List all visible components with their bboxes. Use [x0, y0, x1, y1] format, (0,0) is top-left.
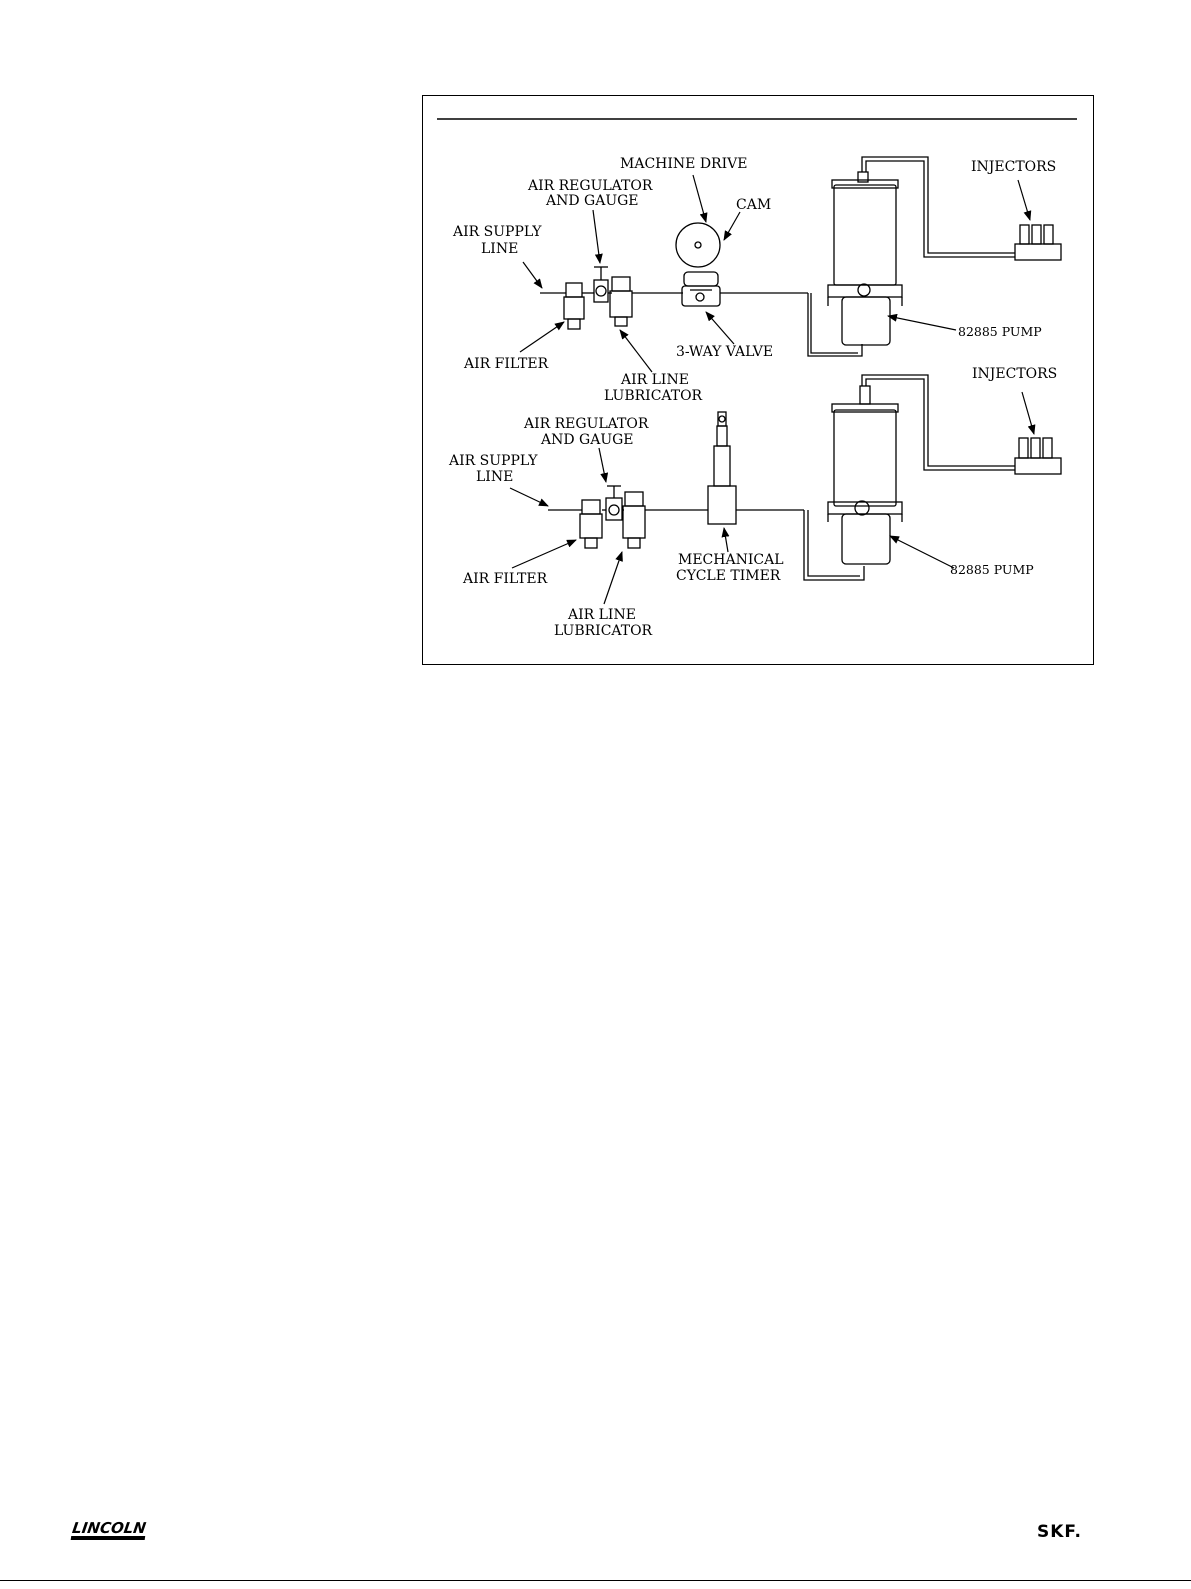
label-timer-1: MECHANICAL: [678, 552, 784, 568]
label-3way-valve: 3-WAY VALVE: [676, 344, 773, 360]
label-air-regulator-top-1: AIR REGULATOR: [527, 178, 653, 194]
label-air-regulator-bottom-1: AIR REGULATOR: [523, 416, 649, 432]
label-injectors-bottom: INJECTORS: [972, 366, 1057, 382]
leader-arrows: [510, 175, 1034, 604]
top-air-filter-shape: [564, 283, 584, 329]
top-regulator-shape: [594, 267, 608, 302]
skf-logo: SKF.: [1037, 1522, 1082, 1542]
arrow-pump-bottom: [890, 536, 954, 568]
arrow-regulator-bottom: [599, 448, 606, 482]
label-injectors-top: INJECTORS: [971, 159, 1056, 175]
arrow-machine-drive: [693, 175, 706, 222]
arrow-cam: [724, 212, 740, 240]
label-air-line-bottom-1: AIR LINE: [567, 607, 636, 623]
arrow-air-filter-bottom: [512, 540, 576, 568]
arrow-lubricator-bottom: [604, 552, 622, 604]
label-air-supply-top-2: LINE: [481, 241, 518, 257]
bottom-regulator-shape: [606, 486, 622, 520]
arrow-air-supply-top: [523, 262, 542, 288]
arrow-injectors-bottom: [1022, 392, 1034, 434]
top-pump-shape: [828, 172, 902, 345]
cam-shape: [676, 223, 720, 267]
bottom-air-filter-shape: [580, 500, 602, 548]
three-way-valve-shape: [682, 272, 720, 306]
label-pump-top: 82885 PUMP: [958, 324, 1042, 339]
label-air-line-top-2: LUBRICATOR: [604, 388, 703, 404]
label-timer-2: CYCLE TIMER: [676, 568, 781, 584]
label-air-supply-bottom-1: AIR SUPPLY: [448, 453, 538, 469]
bottom-system: [548, 375, 1061, 580]
arrow-3way-valve: [706, 312, 734, 344]
label-air-regulator-bottom-2: AND GAUGE: [540, 432, 634, 448]
bottom-rule: [0, 1580, 1191, 1581]
lincoln-logo: LINCOLN: [71, 1521, 147, 1540]
label-air-supply-bottom-2: LINE: [476, 469, 513, 485]
arrow-air-supply-bottom: [510, 488, 548, 506]
label-air-filter-bottom: AIR FILTER: [462, 571, 548, 587]
top-lubricator-shape: [610, 277, 632, 326]
label-air-line-top-1: AIR LINE: [620, 372, 689, 388]
label-air-supply-top-1: AIR SUPPLY: [452, 224, 542, 240]
arrow-timer: [724, 528, 728, 552]
top-injectors-shape: [1015, 225, 1061, 260]
arrow-injectors-top: [1018, 180, 1030, 220]
arrow-air-filter-top: [520, 322, 564, 352]
arrow-lubricator-top: [620, 330, 652, 372]
bottom-pump-shape: [828, 386, 902, 564]
arrow-pump-top: [888, 316, 956, 330]
bottom-lubricator-shape: [623, 492, 645, 548]
label-pump-bottom: 82885 PUMP: [950, 562, 1034, 577]
label-machine-drive: MACHINE DRIVE: [620, 156, 747, 172]
mechanical-cycle-timer-shape: [708, 412, 736, 524]
label-cam: CAM: [736, 197, 771, 213]
arrow-regulator-top: [593, 210, 600, 263]
label-air-filter-top: AIR FILTER: [463, 356, 549, 372]
bottom-injectors-shape: [1015, 438, 1061, 474]
label-air-regulator-top-2: AND GAUGE: [545, 193, 639, 209]
label-air-line-bottom-2: LUBRICATOR: [554, 623, 653, 639]
labels: MACHINE DRIVE AIR REGULATOR AND GAUGE CA…: [448, 156, 1057, 639]
